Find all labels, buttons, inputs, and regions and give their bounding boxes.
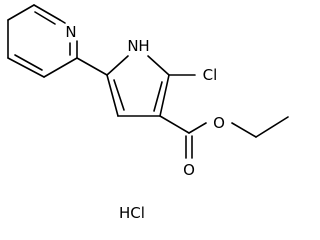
- pyrrole-nitrogen-label: N: [127, 37, 138, 55]
- hcl-salt-label: HCl: [119, 204, 145, 222]
- biaryl-bond: [76, 57, 108, 76]
- ester-oxygen-label: O: [213, 114, 225, 132]
- carbonyl-oxygen-label: O: [183, 161, 195, 179]
- pyrrole-hydrogen-label: H: [138, 37, 149, 55]
- ethyl-ester-group: [159, 115, 289, 159]
- pyrrole-ring: [106, 55, 170, 117]
- chemical-structure-diagram: N H N Cl O O HCl: [7, 4, 289, 222]
- pyridine-ring: [7, 4, 78, 78]
- pyridine-nitrogen-label: N: [65, 23, 76, 41]
- chlorine-label: Cl: [203, 66, 218, 84]
